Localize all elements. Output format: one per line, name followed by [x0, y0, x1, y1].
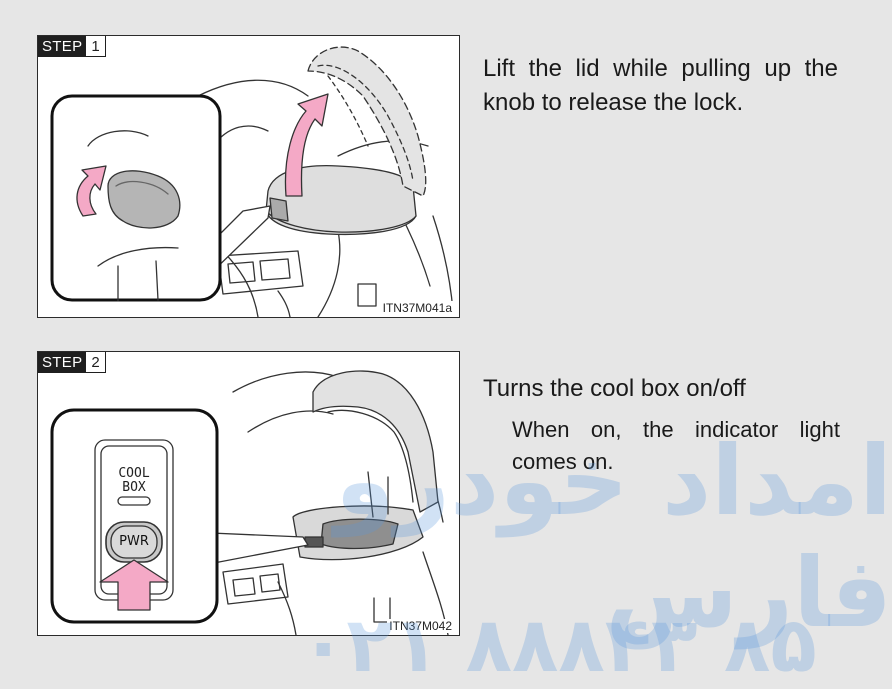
step-2-illustration: STEP 2 COO	[37, 351, 460, 636]
cool-box-label-line2: BOX	[101, 481, 167, 495]
cool-box-label: COOL BOX	[101, 467, 167, 495]
step-word: STEP	[38, 36, 86, 57]
step-1-tag: STEP 1	[38, 36, 106, 57]
step-2-instruction: Turns the cool box on/off	[483, 372, 863, 406]
step-2-tag: STEP 2	[38, 352, 106, 373]
step-number: 1	[86, 36, 105, 57]
step-1-instruction: Lift the lid while pulling up the knob t…	[483, 52, 838, 120]
armrest-lid-drawing	[38, 36, 459, 317]
pwr-button-label: PWR	[111, 534, 157, 549]
cool-box-label-line1: COOL	[101, 467, 167, 481]
step-1-illustration: STEP 1	[37, 35, 460, 318]
step-2-note: When on, the indicator light comes on.	[512, 414, 840, 478]
step-word: STEP	[38, 352, 86, 373]
figure-code: ITN37M041a	[381, 301, 454, 315]
figure-code: ITN37M042	[387, 619, 454, 633]
step-number: 2	[86, 352, 105, 373]
